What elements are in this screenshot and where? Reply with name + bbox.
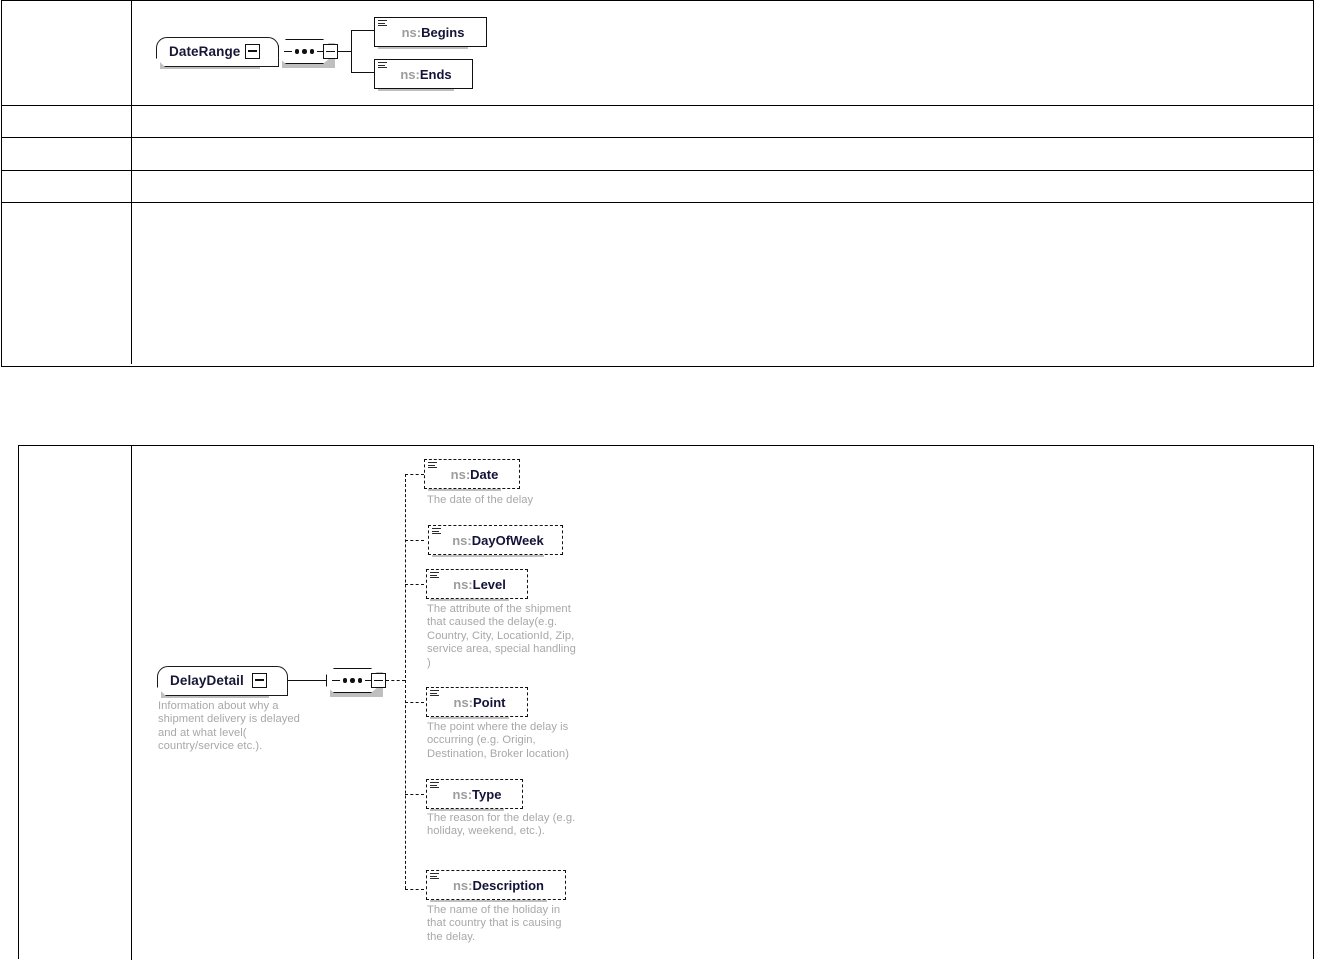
- element-node-label: ns:Level: [453, 576, 506, 592]
- connector-trunk: [405, 474, 406, 889]
- element-node-begins[interactable]: ns:Begins: [374, 17, 487, 47]
- table-cell-label: [2, 171, 132, 202]
- element-node-description[interactable]: ns:Description: [426, 870, 566, 900]
- element-node-label: ns:Description: [452, 877, 544, 893]
- table-cell-value: [132, 106, 1313, 137]
- element-lines-icon: [428, 462, 437, 469]
- element-annotation-point: The point where the delay is occurring (…: [427, 721, 569, 760]
- root-node-delay-detail[interactable]: DelayDetail: [157, 666, 288, 696]
- element-annotation-level: The attribute of the shipment that cause…: [427, 603, 576, 669]
- table-row: [2, 171, 1313, 203]
- element-lines-icon: [378, 20, 387, 27]
- root-node-date-range[interactable]: DateRange: [156, 37, 279, 67]
- element-annotation-description: The name of the holiday in that country …: [427, 904, 562, 943]
- sequence-dots: [340, 678, 366, 683]
- element-node-dayofweek[interactable]: ns:DayOfWeek: [428, 525, 563, 555]
- element-lines-icon: [430, 572, 439, 579]
- connector-to-point: [405, 702, 424, 703]
- element-lines-icon: [378, 62, 387, 69]
- connector-to-level: [405, 584, 424, 585]
- element-node-label: ns:Type: [452, 786, 502, 802]
- element-node-ends[interactable]: ns:Ends: [374, 59, 473, 89]
- element-node-date[interactable]: ns:Date: [424, 459, 520, 489]
- element-annotation-date: The date of the delay: [427, 494, 534, 506]
- table-cell-value: [132, 203, 1313, 364]
- element-node-type[interactable]: ns:Type: [426, 779, 523, 809]
- sequence-expander-minus-box-icon[interactable]: [371, 673, 386, 688]
- element-node-label: ns:Point: [453, 694, 506, 710]
- date-range-diagram: DateRange: [132, 1, 1313, 105]
- element-node-label: ns:DayOfWeek: [452, 532, 544, 548]
- table-cell-value: [132, 171, 1313, 202]
- connector-trunk: [351, 30, 352, 72]
- connector-sequence-stub: [338, 51, 351, 52]
- delay-detail-table: DelayDetail Information about why a ship…: [18, 445, 1314, 960]
- table-cell-label: [2, 138, 132, 170]
- table-cell-label: [2, 203, 132, 364]
- element-node-label: ns:Date: [450, 466, 499, 482]
- element-node-label: ns:Begins: [401, 24, 465, 40]
- element-lines-icon: [432, 528, 441, 535]
- connector-to-date: [405, 474, 424, 475]
- connector-to-description: [405, 889, 424, 890]
- table-cell-diagram: DelayDetail Information about why a ship…: [132, 446, 1313, 960]
- root-node-label: DelayDetail: [170, 673, 244, 689]
- connector-to-dayofweek: [405, 540, 424, 541]
- table-cell-label: [2, 106, 132, 137]
- sequence-expander-minus-box-icon[interactable]: [323, 44, 338, 59]
- connector-to-begins: [351, 30, 374, 31]
- table-cell-label: [2, 1, 132, 105]
- table-cell-label: [19, 446, 132, 960]
- table-row: [2, 203, 1313, 364]
- element-node-label: ns:Ends: [400, 66, 452, 82]
- connector-to-ends: [351, 72, 374, 73]
- table-row: [2, 106, 1313, 138]
- root-expander-minus-box-icon[interactable]: [245, 43, 260, 59]
- element-lines-icon: [430, 873, 439, 880]
- element-lines-icon: [430, 690, 439, 697]
- connector-root-to-sequence: [267, 680, 326, 681]
- table-cell-value: [132, 138, 1313, 170]
- root-node-label: DateRange: [169, 44, 241, 60]
- element-node-point[interactable]: ns:Point: [426, 687, 528, 717]
- element-annotation-type: The reason for the delay (e.g. holiday, …: [427, 812, 576, 838]
- table-row: [2, 138, 1313, 171]
- delay-detail-diagram: DelayDetail Information about why a ship…: [132, 446, 1313, 960]
- table-row: DateRange: [2, 1, 1313, 106]
- root-annotation: Information about why a shipment deliver…: [158, 700, 300, 753]
- date-range-table: DateRange: [1, 0, 1314, 367]
- element-lines-icon: [430, 782, 439, 789]
- root-expander-minus-box-icon[interactable]: [252, 672, 267, 688]
- table-cell-diagram: DateRange: [132, 1, 1313, 105]
- connector-to-type: [405, 794, 424, 795]
- connector-sequence-stub: [386, 680, 405, 681]
- table-row: DelayDetail Information about why a ship…: [19, 446, 1313, 960]
- sequence-dots: [292, 49, 318, 54]
- sequence-compositor-icon[interactable]: [326, 668, 379, 693]
- element-node-level[interactable]: ns:Level: [426, 569, 528, 599]
